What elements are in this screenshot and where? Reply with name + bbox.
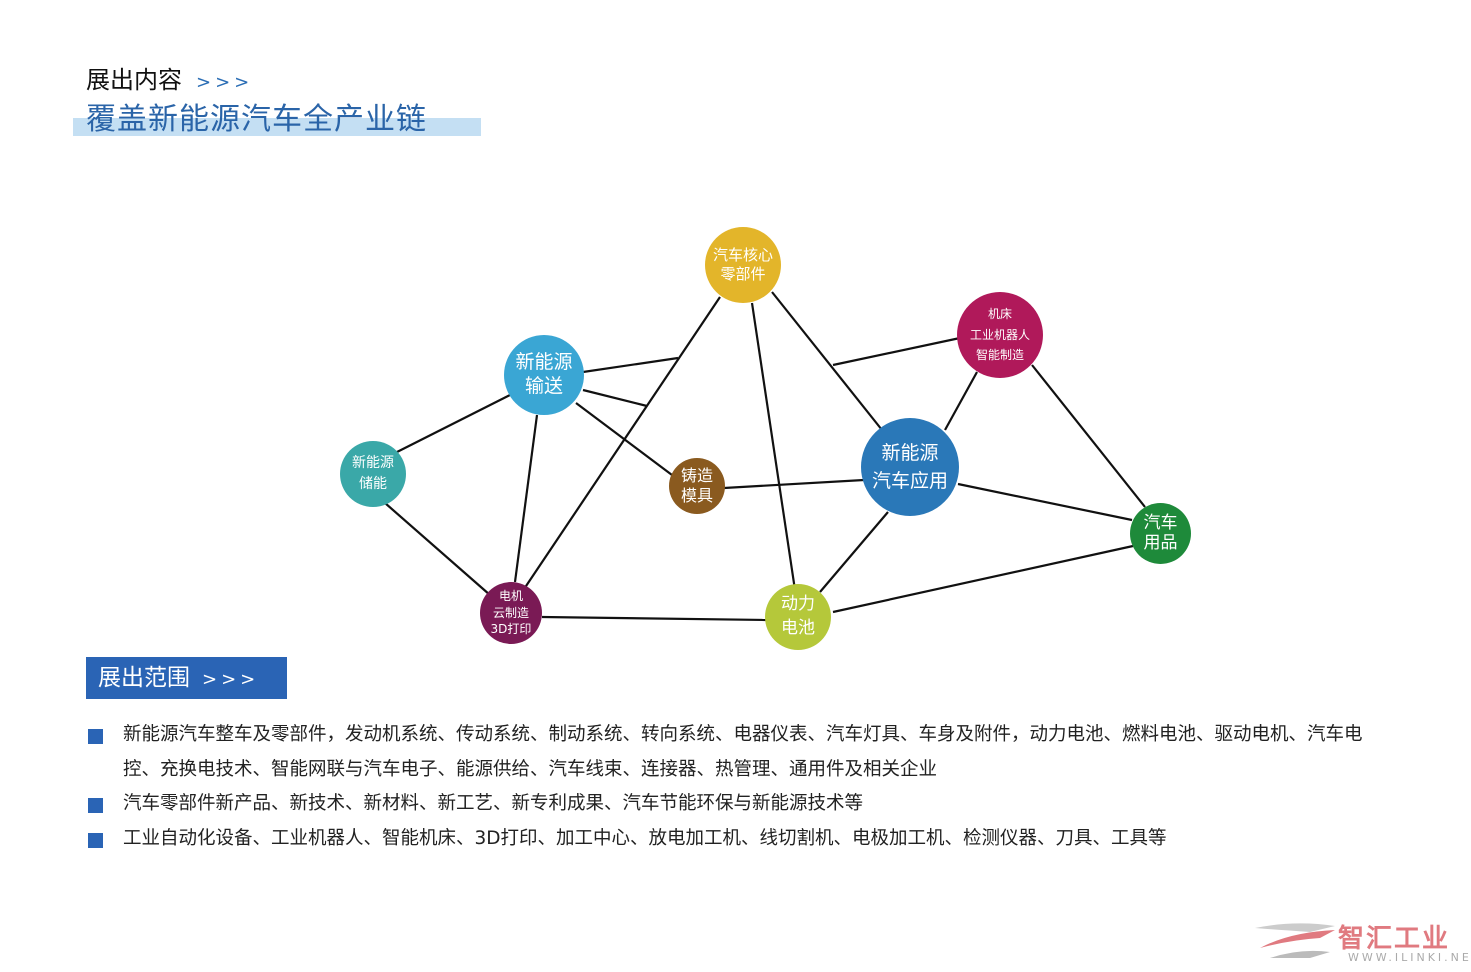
list-item: 新能源汽车整车及零部件，发动机系统、传动系统、制动系统、转向系统、电器仪表、汽车… bbox=[88, 718, 1398, 787]
scope-heading: 展出范围 >>> bbox=[86, 657, 287, 699]
heading-text: 展出内容 bbox=[86, 66, 182, 94]
node-casting: 铸造 模具 bbox=[669, 458, 725, 514]
node-supplies: 汽车 用品 bbox=[1130, 503, 1191, 564]
scope-title: 展出范围 bbox=[98, 665, 190, 691]
edge bbox=[819, 511, 889, 593]
scope-list: 新能源汽车整车及零部件，发动机系统、传动系统、制动系统、转向系统、电器仪表、汽车… bbox=[88, 718, 1398, 856]
edge bbox=[944, 371, 978, 431]
node-transmission: 新能源 输送 bbox=[504, 335, 584, 415]
arrows-icon: >>> bbox=[202, 669, 260, 690]
subtitle: 覆盖新能源汽车全产业链 bbox=[86, 102, 427, 137]
node-ev-application: 新能源 汽车应用 bbox=[861, 418, 959, 516]
list-item-text: 汽车零部件新产品、新技术、新材料、新工艺、新专利成果、汽车节能环保与新能源技术等 bbox=[123, 793, 864, 814]
node-battery: 动力 电池 bbox=[765, 584, 831, 650]
list-item: 汽车零部件新产品、新技术、新材料、新工艺、新专利成果、汽车节能环保与新能源技术等 bbox=[88, 787, 1398, 822]
node-storage: 新能源 储能 bbox=[340, 441, 406, 507]
bullet-icon bbox=[88, 798, 103, 813]
edge bbox=[832, 544, 1134, 614]
node-machinery: 机床 工业机器人 智能制造 bbox=[957, 292, 1043, 378]
subtitle-highlight bbox=[73, 118, 481, 136]
node-core-parts: 汽车核心 零部件 bbox=[705, 227, 781, 303]
edge bbox=[723, 478, 865, 490]
arrows-icon: >>> bbox=[196, 72, 254, 93]
edge bbox=[396, 394, 511, 453]
edge bbox=[541, 615, 767, 622]
edge bbox=[582, 356, 679, 374]
bullet-icon bbox=[88, 832, 103, 848]
node-motor: 电机 云制造 3D打印 bbox=[480, 582, 542, 644]
section-heading: 展出内容 >>> bbox=[86, 60, 253, 95]
list-item-text: 工业自动化设备、工业机器人、智能机床、3D打印、加工中心、放电加工机、线切割机、… bbox=[123, 827, 1167, 849]
list-item: 工业自动化设备、工业机器人、智能机床、3D打印、加工中心、放电加工机、线切割机、… bbox=[88, 822, 1398, 857]
edge bbox=[513, 414, 539, 583]
watermark-name: 智汇工业 bbox=[1338, 924, 1451, 954]
edge bbox=[832, 336, 961, 367]
edge bbox=[582, 388, 648, 408]
list-item-text: 新能源汽车整车及零部件，发动机系统、传动系统、制动系统、转向系统、电器仪表、汽车… bbox=[123, 724, 1363, 780]
logo-swoosh-icon bbox=[1255, 923, 1335, 958]
edge bbox=[384, 502, 491, 596]
bullet-icon bbox=[88, 729, 103, 744]
edge bbox=[1031, 364, 1146, 508]
edge bbox=[957, 482, 1133, 522]
edge bbox=[771, 291, 883, 431]
watermark-logo: 智汇工业 WWW.ILINKI.NET bbox=[1250, 918, 1471, 968]
watermark-url: WWW.ILINKI.NET bbox=[1348, 951, 1471, 964]
edge bbox=[750, 302, 797, 591]
edge bbox=[519, 296, 721, 596]
